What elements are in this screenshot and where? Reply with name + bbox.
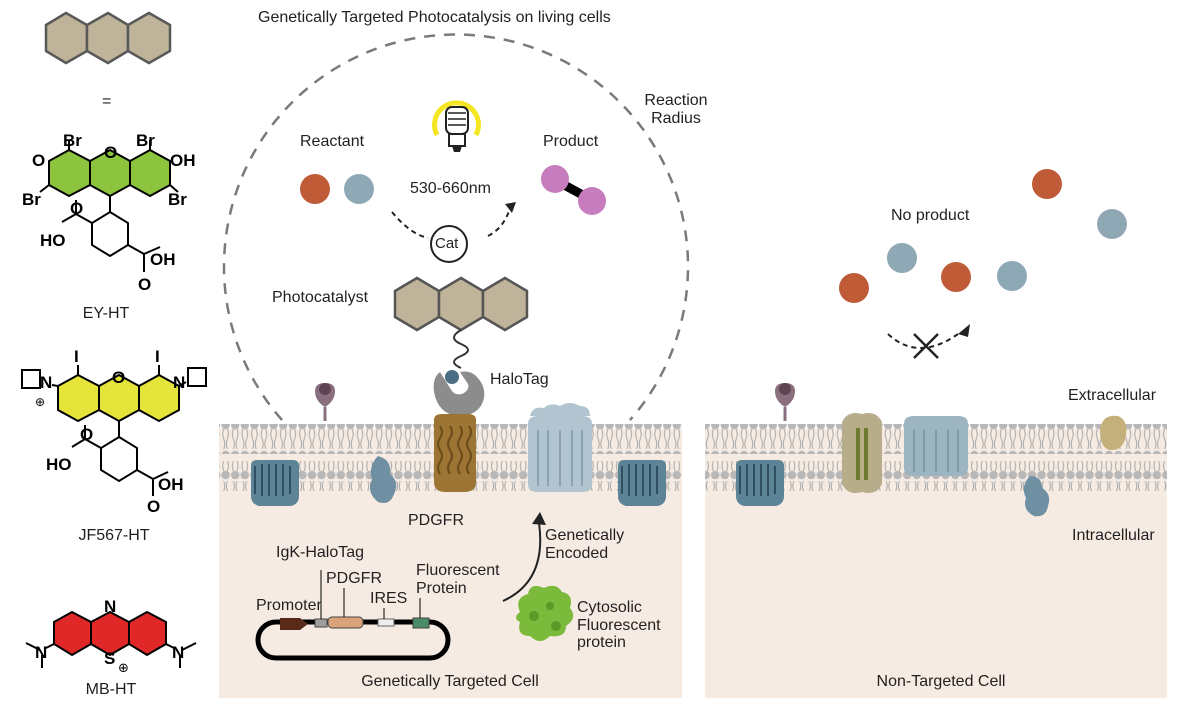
eosin-br3: Br [22,190,41,209]
jf567-o1: O [80,425,93,444]
jf567-o2: O [147,497,160,516]
jf567-oh: OH [158,475,184,494]
no-reaction-icon [887,324,970,359]
reaction-radius-label: Reaction Radius [644,92,708,127]
ires-label: IRES [370,590,408,607]
eosin-oh2: OH [150,250,176,269]
photocatalyst-icon [393,276,529,332]
eosin-o-left: O [32,151,45,170]
membrane-receptor-icon [313,381,337,423]
eosin-ho: HO [40,231,66,250]
eosin-o-bridge: O [104,143,117,162]
jf567-i2: I [155,347,160,366]
fluorescent-protein-label: Fluorescent Protein [416,562,500,597]
mb-plus: ⊕ [118,661,129,676]
wavelength-label: 530-660nm [410,180,491,197]
gpcr-icon-3 [735,459,785,507]
catalytic-cycle-icon [391,202,516,263]
product-label: Product [543,133,599,150]
reactant-blue-molecule [344,174,374,204]
jf567-name: JF567-HT [78,527,150,544]
mb-n-right: N [172,643,184,662]
jf567-n-right: N [173,373,185,392]
reactant-label: Reactant [300,133,365,150]
mb-n-top: N [104,597,116,616]
figure-title: Genetically Targeted Photocatalysis on l… [258,9,611,26]
reactant-orange-molecule [300,174,330,204]
free-orange-molecule-3 [839,273,869,303]
halotag-label: HaloTag [490,371,549,388]
light-bulb-icon [432,100,481,152]
eosin-name: EY-HT [82,305,130,322]
jf567-n-left: N [40,373,52,392]
plasmid-icon [255,570,451,661]
cytosolic-domain-icon [370,456,397,503]
catalyst-core-icon [44,11,172,65]
mb-s: S [104,649,115,668]
pdgfr-label: PDGFR [408,512,464,529]
eosin-structure: O Br O Br OH Br Br HO O OH O [22,131,196,294]
channel-protein-icon [528,403,592,492]
equals-sign: = [102,93,112,110]
gpcr-icon-1 [250,459,300,507]
jf567-ho: HO [46,455,72,474]
genetically-encoded-label: Genetically Encoded [545,527,625,562]
jf567-i1: I [74,347,79,366]
nontargeted-cell-caption: Non-Targeted Cell [876,673,1006,690]
eosin-o2: O [138,275,151,294]
cat-label: Cat [435,235,459,252]
reaction-radius-arc [222,33,690,421]
eosin-br1: Br [63,131,82,150]
jf567-o-bridge: O [112,368,125,387]
halotag-protein-icon [433,370,485,416]
transporter-icon [842,413,882,493]
targeted-cell-caption: Genetically Targeted Cell [361,673,539,690]
fluorescent-protein-icon [516,585,574,641]
free-blue-molecule-1 [1097,209,1127,239]
gpcr-icon-2 [617,459,667,507]
mb-name: MB-HT [85,681,137,698]
free-blue-molecule-3 [997,261,1027,291]
igk-halotag-label: IgK-HaloTag [276,544,365,561]
channel-protein-icon-2 [904,416,968,476]
free-orange-molecule-1 [1032,169,1062,199]
membrane-receptor-icon-2 [773,381,797,423]
eosin-br2: Br [136,131,155,150]
membrane-protein-yellow-icon [1100,415,1127,450]
jf567-structure: N ⊕ I O I N HO O OH O [21,347,207,516]
pdgfr-protein-icon [434,414,476,492]
intracellular-label: Intracellular [1072,527,1155,544]
extracellular-label: Extracellular [1068,387,1157,404]
jf567-plus: ⊕ [35,395,45,409]
free-blue-molecule-2 [887,243,917,273]
promoter-label: Promoter [256,597,322,614]
photocatalyst-label: Photocatalyst [272,289,369,306]
no-product-label: No product [891,207,970,224]
eosin-oh: OH [170,151,196,170]
linker-icon [453,329,469,369]
cytosolic-fluorescent-label: Cytosolic Fluorescent protein [577,599,661,652]
plasmid-pdgfr-label: PDGFR [326,570,382,587]
mb-n-left: N [35,643,47,662]
eosin-br4: Br [168,190,187,209]
free-orange-molecule-2 [941,262,971,292]
eosin-o-carbonyl: O [70,199,83,218]
encode-arrow-icon [532,512,546,525]
product-molecule [541,165,606,215]
mb-structure: N N S ⊕ N [25,597,197,676]
cytosolic-domain-icon-2 [1023,476,1050,517]
